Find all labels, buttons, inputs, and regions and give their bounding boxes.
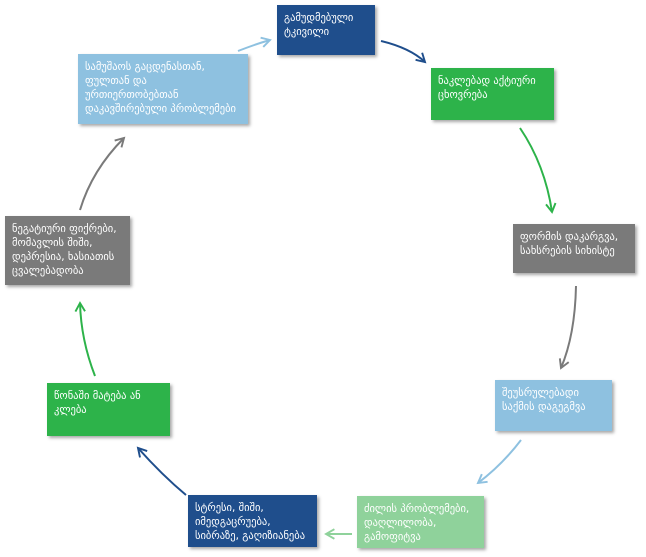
arrow-n1-n2: [519, 127, 557, 214]
node-less-active-life: ნაკლებად აქტიური ცხოვრება: [431, 68, 554, 120]
arrow-n7-n8: [79, 136, 126, 211]
node-stress-fear: სტრესი, შიში, იმედგაცრუება, სიბრაზე, გაღ…: [188, 495, 317, 547]
node-unrealistic-planning: შეუსრულებადი საქმის დაგეგმვა: [495, 380, 612, 431]
arrow-n2-n3: [558, 285, 577, 370]
node-weight-change: წონაში მატება ან კლება: [47, 383, 170, 436]
arrow-n5-n6: [136, 446, 187, 496]
node-negative-thoughts: ნეგატიური ფიქრები, მომავლის შიში, დეპრეს…: [5, 216, 130, 285]
arrow-n6-n7: [74, 301, 96, 377]
node-work-money-problems: სამუშაოს გაცდენასთან, ფულთან და ურთიერთო…: [78, 54, 248, 124]
arrow-n8-n0: [237, 36, 272, 52]
node-loss-of-fitness: ფორმის დაკარგვა, სახსრების სიხისტე: [513, 224, 635, 273]
arrow-n3-n4: [476, 439, 522, 485]
node-constant-pain: გამუდმებული ტკივილი: [277, 5, 375, 55]
arrow-n0-n1: [380, 40, 427, 64]
node-sleep-problems: ძილის პრობლემები, დაღლილობა, გამოფიტვა: [357, 496, 484, 548]
